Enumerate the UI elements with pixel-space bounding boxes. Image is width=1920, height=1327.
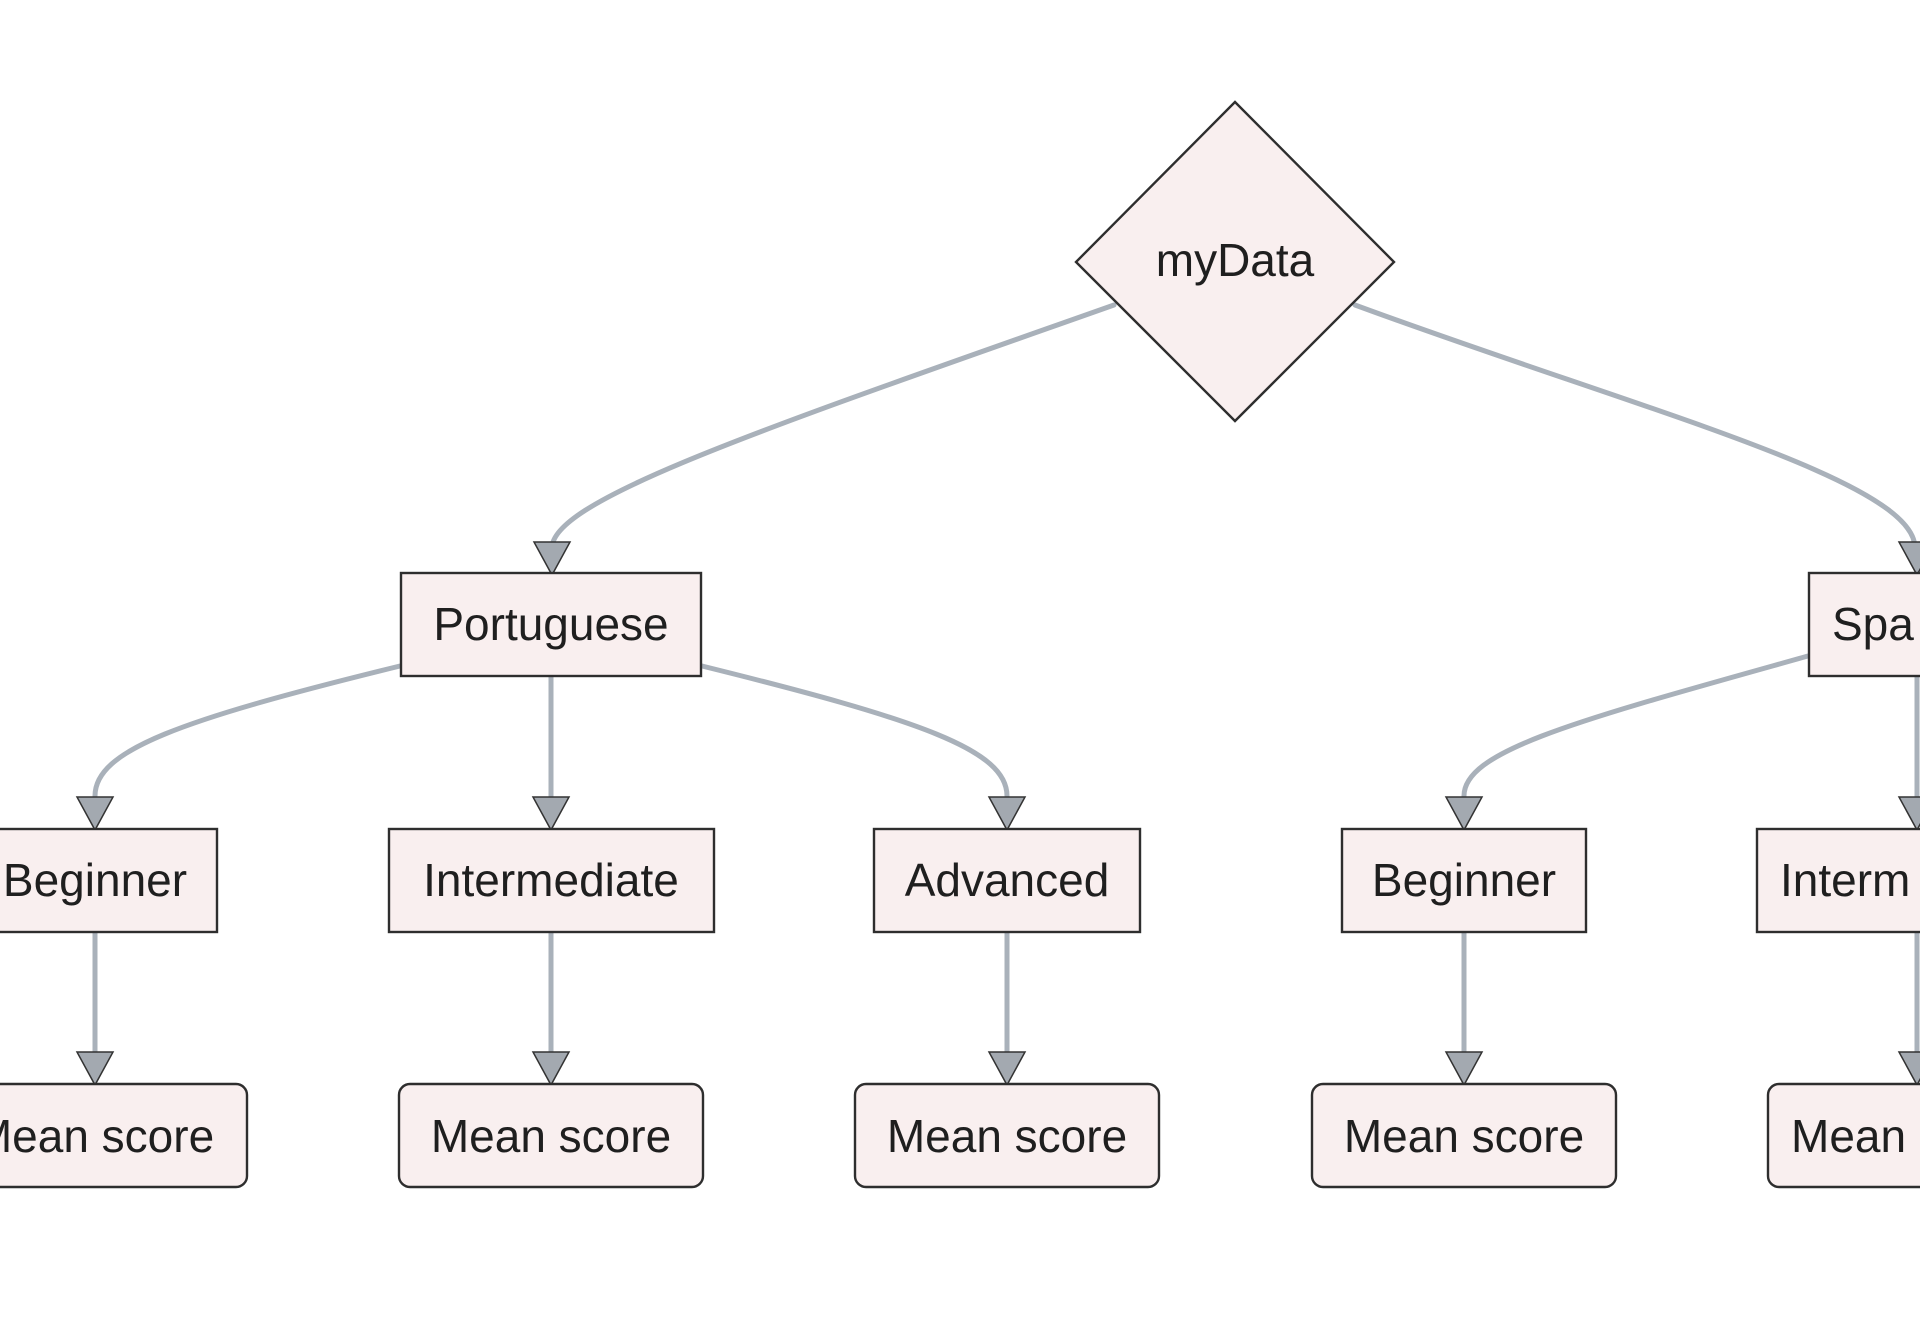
- arrowhead-spanish-beginner: [1444, 796, 1484, 832]
- arrowhead-mean-1: [75, 1051, 115, 1087]
- arrowhead-mean-2: [531, 1051, 571, 1087]
- arrowhead-beginner: [75, 796, 115, 832]
- arrowheads: [75, 541, 1920, 1087]
- level-node-portuguese-intermediate[interactable]: Intermediate: [387, 827, 716, 934]
- edge-root-to-spanish: [1352, 302, 1918, 551]
- root-label: myData: [1156, 234, 1315, 286]
- mean-score-box: [397, 1082, 705, 1189]
- arrowhead-mean-3: [987, 1051, 1027, 1087]
- mean-score-label: Mean score: [431, 1110, 671, 1162]
- level-node-label: Beginner: [3, 854, 187, 906]
- mean-score-node-portuguese-intermediate[interactable]: Mean score: [397, 1082, 705, 1189]
- mean-score-label: Mean score: [887, 1110, 1127, 1162]
- level-node-label: Beginner: [1372, 854, 1556, 906]
- arrowhead-mean-5: [1897, 1051, 1920, 1087]
- level-node-label: Interm: [1780, 854, 1910, 906]
- mean-score-label: Mean: [1791, 1110, 1906, 1162]
- mean-score-label: Mean score: [1344, 1110, 1584, 1162]
- arrowhead-mean-4: [1444, 1051, 1484, 1087]
- mean-score-label: Mean score: [0, 1110, 214, 1162]
- language-node-spanish[interactable]: Spa: [1807, 571, 1920, 678]
- level-node-box: [1755, 827, 1920, 934]
- edge-root-to-portuguese: [549, 302, 1117, 551]
- root-diamond: [1074, 100, 1396, 423]
- mean-score-node-spanish-intermediate[interactable]: Mean: [1766, 1082, 1920, 1189]
- level-node-label: Intermediate: [423, 854, 679, 906]
- mean-score-box: [0, 1082, 249, 1189]
- level-node-label: Advanced: [905, 854, 1110, 906]
- level-node-box: [387, 827, 716, 934]
- language-node-box: [399, 571, 703, 678]
- arrowhead-spanish: [1897, 541, 1920, 577]
- level-node-spanish-intermediate[interactable]: Interm: [1755, 827, 1920, 934]
- level-node-box: [872, 827, 1142, 934]
- edge-spanish-to-beginner: [1461, 653, 1811, 799]
- language-node-portuguese[interactable]: Portuguese: [399, 571, 703, 678]
- arrowhead-advanced: [987, 796, 1027, 832]
- language-node-label: Spa: [1832, 598, 1914, 650]
- language-node-label: Portuguese: [433, 598, 668, 650]
- language-node-box: [1807, 571, 1920, 678]
- mean-score-box: [853, 1082, 1161, 1189]
- level-node-portuguese-beginner[interactable]: Beginner: [0, 827, 219, 934]
- edge-portuguese-to-beginner: [92, 663, 403, 799]
- edge-portuguese-to-advanced: [699, 663, 1010, 799]
- level-node-spanish-beginner[interactable]: Beginner: [1340, 827, 1588, 934]
- arrowhead-intermediate: [531, 796, 571, 832]
- root-node[interactable]: myData: [1074, 100, 1396, 423]
- mean-score-box: [1310, 1082, 1618, 1189]
- level-node-portuguese-advanced[interactable]: Advanced: [872, 827, 1142, 934]
- mean-score-box: [1766, 1082, 1920, 1189]
- level-node-box: [0, 827, 219, 934]
- arrowhead-spanish-intermediate: [1897, 796, 1920, 832]
- level-node-box: [1340, 827, 1588, 934]
- mean-score-node-portuguese-advanced[interactable]: Mean score: [853, 1082, 1161, 1189]
- edges: [92, 302, 1920, 1058]
- mean-score-node-portuguese-beginner[interactable]: Mean score: [0, 1082, 249, 1189]
- arrowhead-portuguese: [532, 541, 572, 577]
- mean-score-node-spanish-beginner[interactable]: Mean score: [1310, 1082, 1618, 1189]
